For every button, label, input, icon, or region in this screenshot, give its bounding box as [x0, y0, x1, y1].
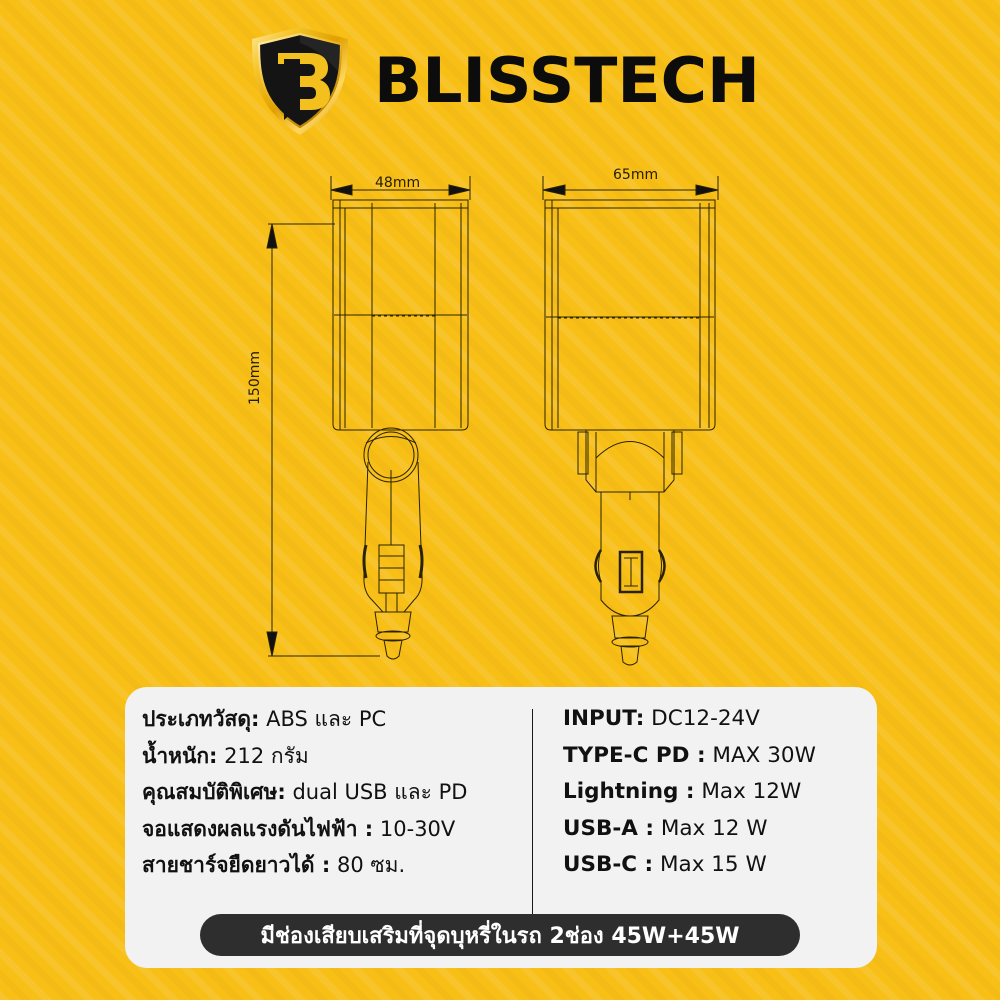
- spec-value: Max 12 W: [660, 815, 768, 841]
- spec-key: จอแสดงผลแรงดันไฟฟ้า :: [142, 816, 374, 841]
- spec-key: Lightning :: [563, 779, 695, 804]
- dimension-label-width-left: 48mm: [375, 175, 421, 191]
- highlight-banner-text: มีช่องเสียบเสริมที่จุดบุหรี่ในรถ 2ช่อง 4…: [260, 923, 740, 949]
- spec-row-voltage-display: จอแสดงผลแรงดันไฟฟ้า : 10-30V: [142, 811, 522, 848]
- spec-value: DC12-24V: [651, 706, 760, 731]
- brand-wordmark: BLISSTECH: [373, 44, 760, 117]
- dimension-label-height: 150mm: [247, 351, 263, 405]
- brand-header: BLISSTECH: [0, 22, 1000, 140]
- spec-value: Max 12W: [701, 779, 802, 804]
- spec-value: 10-30V: [379, 816, 456, 841]
- spec-key: คุณสมบัติพิเศษ:: [142, 780, 286, 804]
- spec-key: USB-C :: [563, 852, 654, 877]
- spec-value: ABS และ PC: [266, 707, 387, 731]
- spec-key: INPUT:: [563, 706, 645, 731]
- spec-row-weight: น้ำหนัก: 212 กรัม: [142, 738, 522, 775]
- spec-value: dual USB และ PD: [292, 780, 468, 804]
- spec-value: 80 ซม.: [336, 853, 406, 877]
- shield-b-logo-icon: [251, 27, 348, 135]
- spec-column-right: INPUT: DC12-24V TYPE-C PD : MAX 30W Ligh…: [563, 701, 863, 884]
- spec-value: MAX 30W: [712, 742, 816, 768]
- spec-key: สายชาร์จยืดยาวได้ :: [142, 853, 331, 877]
- highlight-banner: มีช่องเสียบเสริมที่จุดบุหรี่ในรถ 2ช่อง 4…: [200, 914, 800, 956]
- spec-row-input: INPUT: DC12-24V: [563, 701, 863, 738]
- spec-value: 212 กรัม: [224, 743, 309, 768]
- spec-row-usb-a: USB-A : Max 12 W: [563, 811, 863, 848]
- spec-row-lightning: Lightning : Max 12W: [563, 774, 863, 811]
- spec-row-features: คุณสมบัติพิเศษ: dual USB และ PD: [142, 774, 522, 811]
- spec-column-left: ประเภทวัสดุ: ABS และ PC น้ำหนัก: 212 กรั…: [142, 701, 522, 884]
- spec-row-typec-pd: TYPE-C PD : MAX 30W: [563, 738, 863, 775]
- dimension-label-width-right: 65mm: [613, 167, 659, 183]
- spec-value: Max 15 W: [659, 852, 767, 877]
- spec-column-divider: [532, 709, 533, 917]
- spec-row-usb-c: USB-C : Max 15 W: [563, 847, 863, 884]
- spec-key: ประเภทวัสดุ:: [142, 707, 260, 731]
- spec-key: USB-A :: [563, 815, 654, 841]
- spec-row-cable-length: สายชาร์จยืดยาวได้ : 80 ซม.: [142, 847, 522, 884]
- spec-key: TYPE-C PD :: [563, 742, 706, 768]
- spec-key: น้ำหนัก:: [142, 743, 218, 768]
- spec-row-material: ประเภทวัสดุ: ABS และ PC: [142, 701, 522, 738]
